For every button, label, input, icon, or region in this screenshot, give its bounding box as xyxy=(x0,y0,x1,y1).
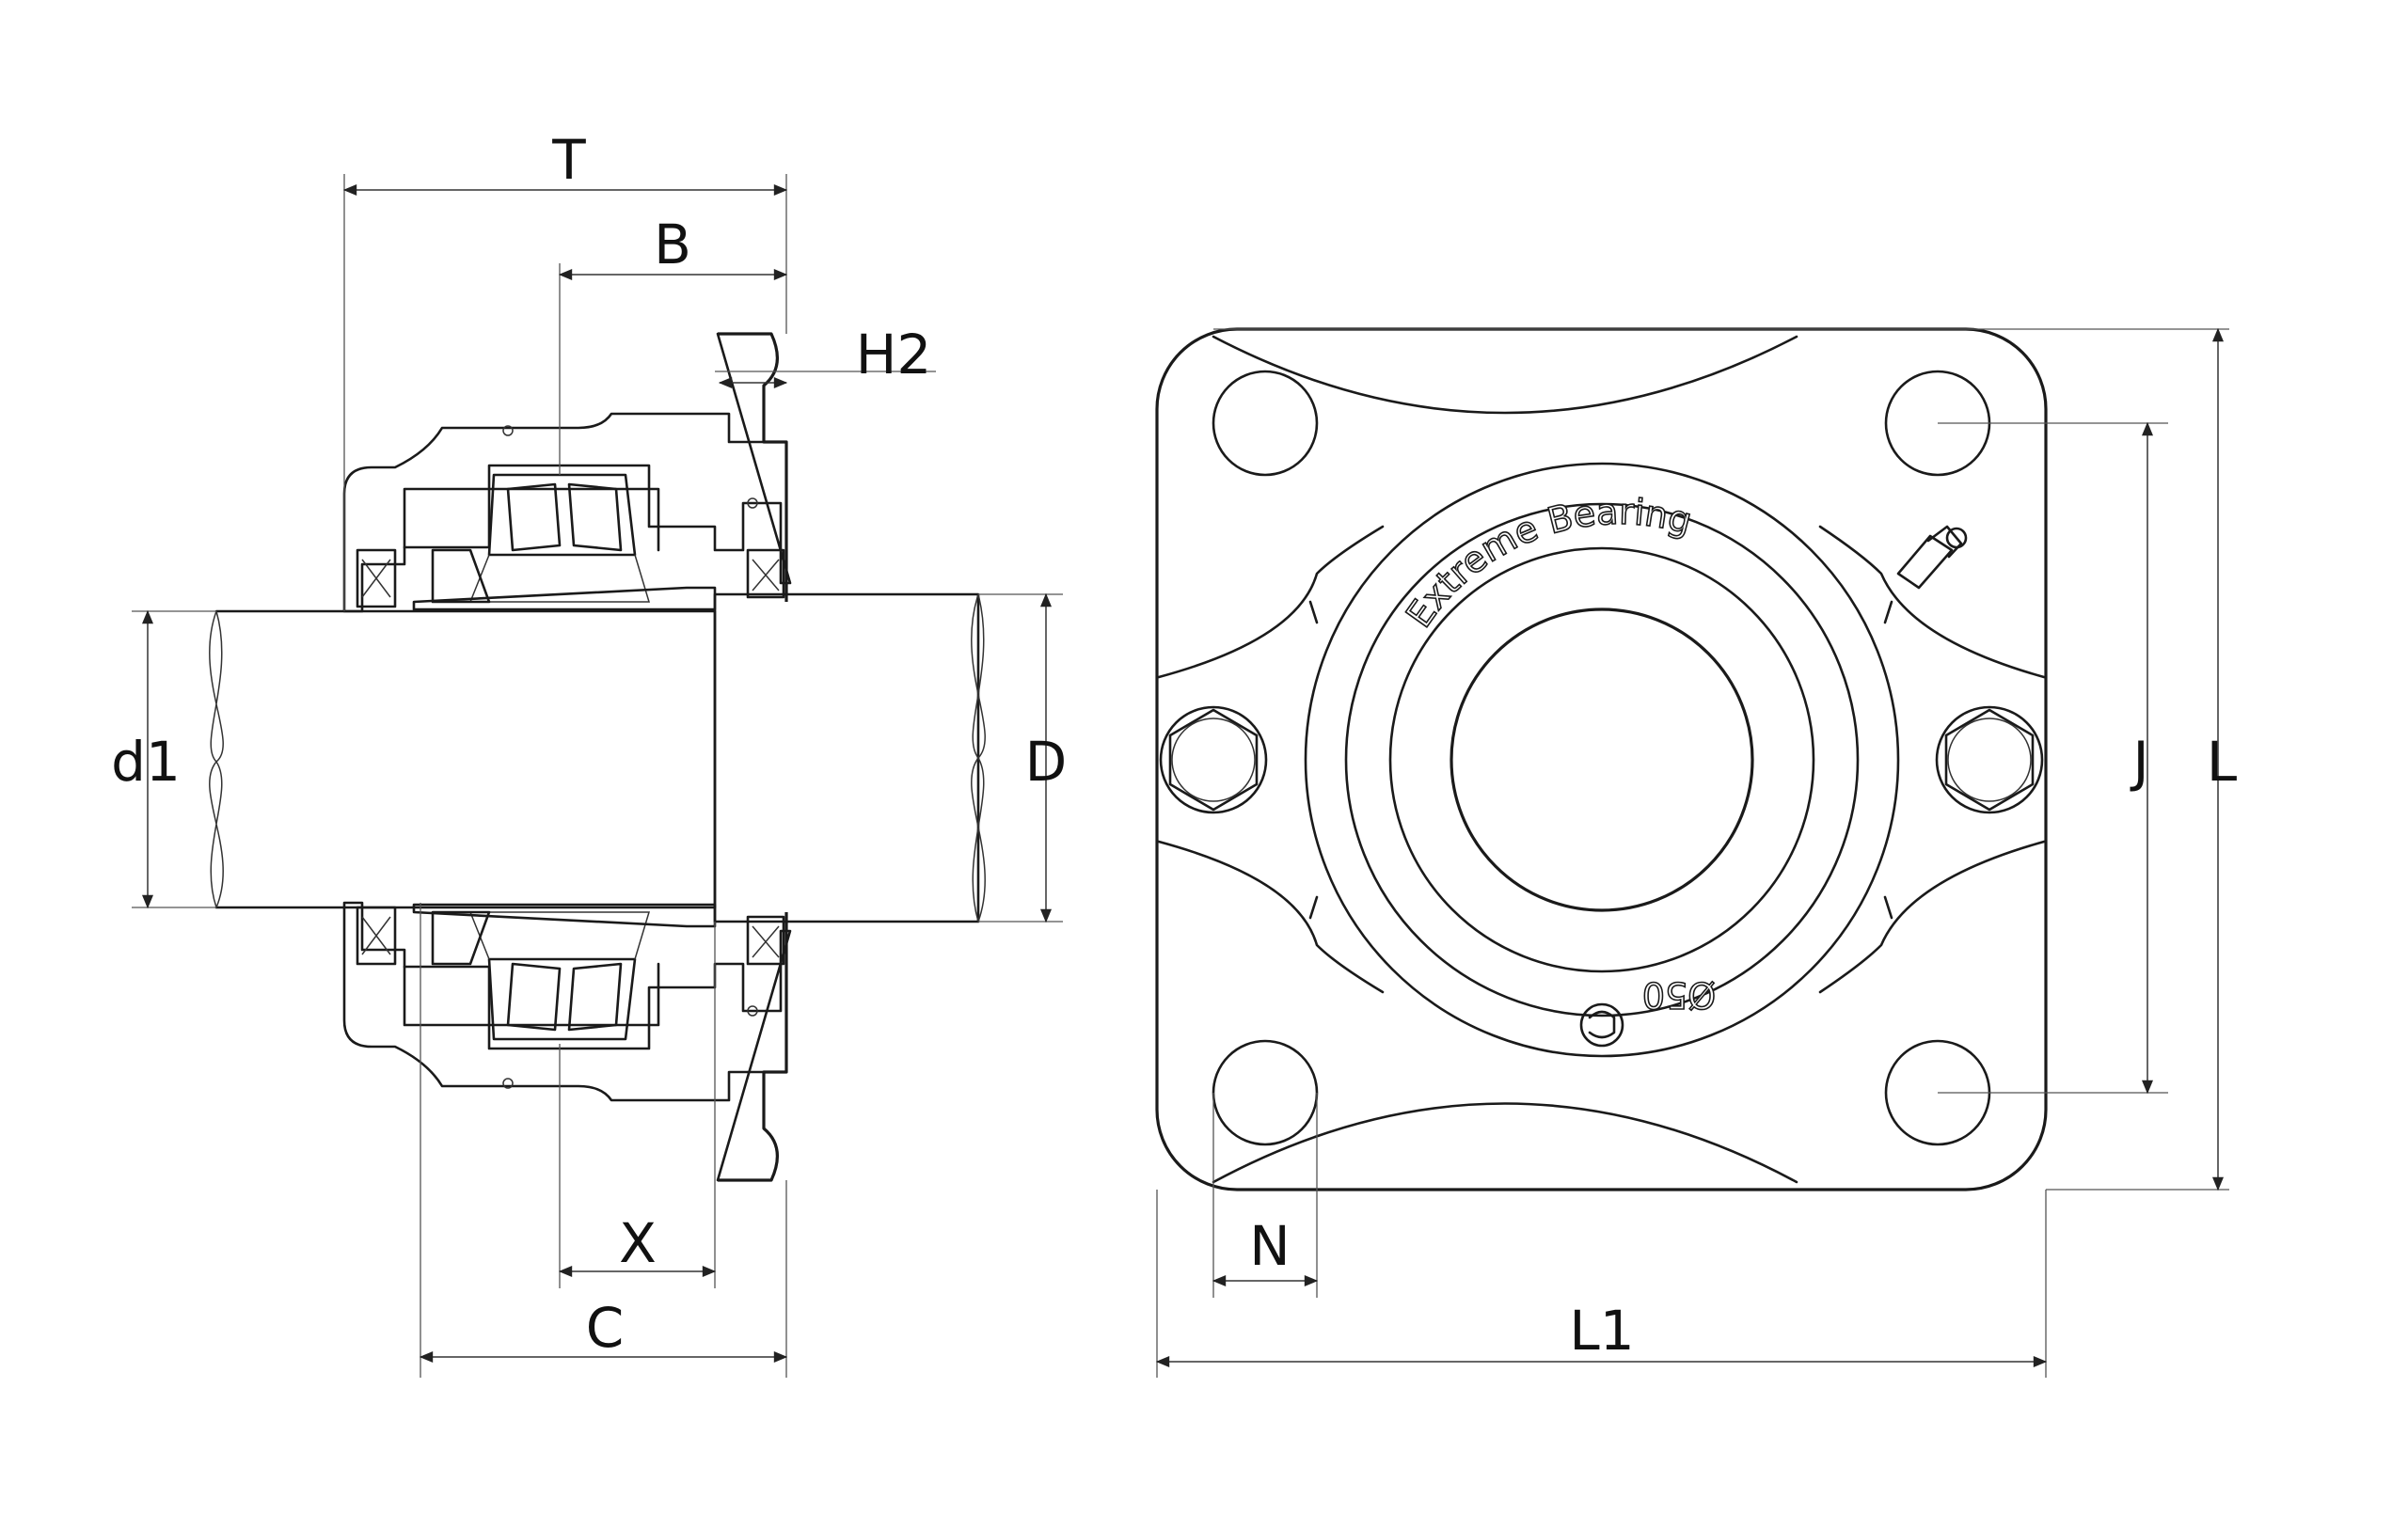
label-X: X xyxy=(619,1211,657,1275)
shaft-break-right xyxy=(971,593,986,923)
front-view: Extreme Bearing Ø50 J L N L1 xyxy=(1155,327,2237,1378)
housing-ring-outer xyxy=(1304,462,1900,1058)
label-d1: d1 xyxy=(111,730,181,794)
label-D: D xyxy=(1025,730,1068,794)
boss-outline xyxy=(1212,335,1798,1184)
label-L1: L1 xyxy=(1569,1299,1634,1363)
boss-side-curves xyxy=(1157,525,2046,994)
adapter-sleeve-upper xyxy=(412,586,717,611)
housing-cavity xyxy=(403,487,660,1027)
embossed-size: Ø50 xyxy=(1642,974,1716,1016)
housing-section-lower xyxy=(342,901,792,1182)
seal-right xyxy=(746,548,785,966)
grease-nipple-icon xyxy=(1896,525,1968,590)
bore xyxy=(1450,607,1754,912)
label-B: B xyxy=(654,213,691,276)
label-H2: H2 xyxy=(856,323,932,386)
label-N: N xyxy=(1249,1214,1290,1278)
roller-upper xyxy=(431,473,651,604)
label-J: J xyxy=(2130,730,2148,794)
shaft-small xyxy=(214,609,717,909)
lube-hole-icon xyxy=(1579,1002,1624,1048)
label-C: C xyxy=(586,1296,625,1360)
shaft-break-left xyxy=(209,610,224,908)
roller-lower xyxy=(431,910,651,1041)
side-section-view: T B H2 d1 D X C xyxy=(111,128,1067,1378)
bolt-hole-top-left xyxy=(1212,370,1319,477)
flange-upper xyxy=(718,332,788,602)
label-T: T xyxy=(551,128,586,192)
housing-section-upper xyxy=(342,332,792,613)
bolt-left xyxy=(1159,705,1268,814)
flange-outline xyxy=(1155,327,2048,1191)
shaft-large xyxy=(713,592,980,923)
bolt-right xyxy=(1935,705,2044,814)
housing-ring-middle xyxy=(1344,502,1860,1017)
label-L: L xyxy=(2207,730,2237,794)
bearing-ring xyxy=(1388,546,1815,973)
bolt-hole-bottom-left xyxy=(1212,1039,1319,1146)
embossed-brand: Extreme Bearing xyxy=(1398,491,1696,635)
flange-lower xyxy=(718,912,788,1182)
